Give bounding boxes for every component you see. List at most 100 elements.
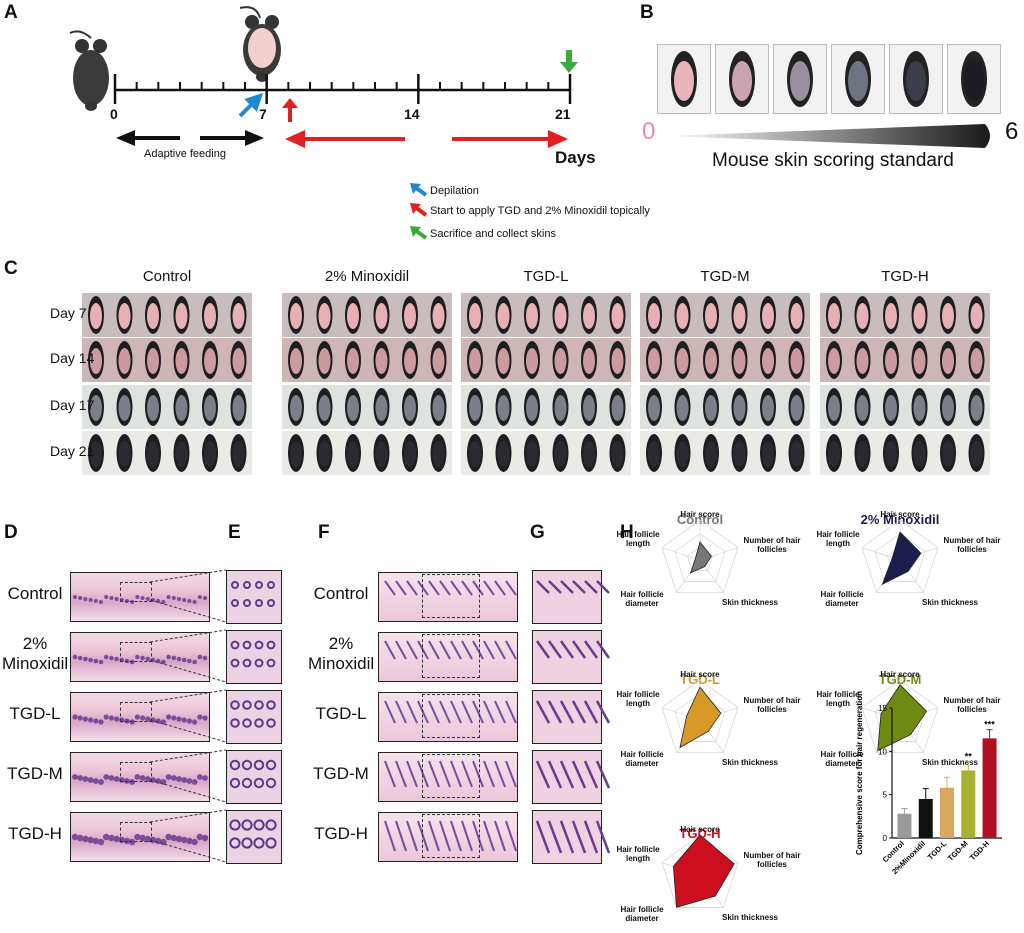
significance-mark: ** <box>965 752 973 762</box>
significance-mark: *** <box>984 720 995 730</box>
mice-row-icon <box>467 296 626 334</box>
histology-g <box>532 810 611 864</box>
mouse-back-icon <box>729 51 755 107</box>
grid-photo <box>820 338 990 382</box>
mice-row-icon <box>88 434 247 472</box>
radar-title-2: TGD-L <box>680 672 720 687</box>
mice-row-icon <box>826 341 985 379</box>
radar-area <box>679 686 722 749</box>
radar-axis-label: Skin thickness <box>721 758 779 767</box>
follicle-zoom-stripes-icon <box>535 820 611 854</box>
mice-row-icon <box>826 434 985 472</box>
day-label-1: Day 14 <box>50 350 95 366</box>
bar-4 <box>982 738 997 838</box>
mouse-depilated-icon <box>239 6 281 82</box>
histology-d <box>70 572 210 622</box>
radar-axis-label: Number of hair follicles <box>943 696 1001 714</box>
radar-axis-label: Skin thickness <box>721 598 779 607</box>
legend-arrowhead-0 <box>410 183 421 194</box>
timeline-axis <box>113 50 578 240</box>
histo-row-label-line1: TGD-L <box>315 704 367 723</box>
follicle-zoom-stripes-icon <box>535 760 611 789</box>
adaptive-arrow-left <box>116 130 180 146</box>
histology-g <box>532 570 610 624</box>
sacrifice-arrow <box>560 50 578 73</box>
panel-label-c: C <box>4 258 18 279</box>
legend-sacrifice: Sacrifice and collect skins <box>430 228 556 240</box>
radar-axis-label: Hair follicle length <box>616 845 660 863</box>
adaptive-feeding-label: Adaptive feeding <box>144 148 226 160</box>
scoring-min-label: 0 <box>642 118 656 145</box>
follicle-zoom-icon <box>230 700 276 728</box>
bar-1 <box>918 799 933 838</box>
grid-photo <box>820 431 990 475</box>
histology-g <box>532 690 611 744</box>
scoring-gradient-wedge <box>665 124 990 148</box>
radar-title-1: 2% Minoxidil <box>860 512 940 527</box>
mouse-back-icon <box>903 51 929 107</box>
radar-axis-label: Number of hair follicles <box>743 696 801 714</box>
grid-photo <box>461 385 631 429</box>
grid-photo <box>82 385 252 429</box>
radar-axis-label: Number of hair follicles <box>743 536 801 554</box>
histology-e <box>226 690 282 744</box>
radar-axis-label: Skin thickness <box>921 758 979 767</box>
histology-e <box>226 810 282 864</box>
radar-area <box>672 834 735 908</box>
zoom-connector <box>149 749 227 803</box>
histo-row-label-line1: TGD-M <box>313 764 369 783</box>
mice-row-icon <box>826 388 985 426</box>
mice-row-icon <box>88 341 247 379</box>
histology-e <box>226 750 282 804</box>
grid-photo <box>461 431 631 475</box>
histo-row-label-line1: 2% <box>328 634 354 653</box>
scoring-photo <box>831 44 885 114</box>
follicle-dots-icon <box>71 833 209 846</box>
radar-axis-label: Hair follicle length <box>616 530 660 548</box>
radar-title-0: Control <box>676 512 724 527</box>
tick-label-7: 7 <box>259 106 267 122</box>
zoom-connector <box>149 809 227 863</box>
follicle-zoom-icon <box>229 819 277 849</box>
grid-photo <box>640 293 810 337</box>
histo-row-label-4: TGD-H <box>2 824 68 844</box>
radar-axis-label: Hair follicle diameter <box>620 750 664 768</box>
histo-row-label-4: TGD-H <box>308 824 374 844</box>
grid-photo <box>82 338 252 382</box>
histo-row-label-1: 2%Minoxidil <box>2 634 68 674</box>
panel-label-f: F <box>318 522 330 543</box>
zoom-box-f <box>422 754 480 798</box>
zoom-box-d <box>120 822 152 842</box>
zoom-box-d <box>120 702 152 722</box>
mouse-back-icon <box>787 51 813 107</box>
group-header-2: TGD-L <box>523 268 569 285</box>
zoom-connector <box>149 689 227 743</box>
legend-arrowhead-2 <box>410 226 421 237</box>
scoring-photo <box>715 44 769 114</box>
scoring-photo <box>947 44 1001 114</box>
mice-row-icon <box>467 388 626 426</box>
mice-row-icon <box>88 388 247 426</box>
panel-label-g: G <box>530 522 545 543</box>
mice-row-icon <box>646 296 805 334</box>
grid-photo <box>282 338 452 382</box>
legend-arrowhead-1 <box>410 203 421 214</box>
mice-row-icon <box>646 388 805 426</box>
scoring-photo <box>657 44 711 114</box>
histology-d <box>70 752 210 802</box>
histology-d <box>70 812 210 862</box>
mice-row-icon <box>88 296 247 334</box>
scoring-caption: Mouse skin scoring standard <box>712 150 954 171</box>
follicle-zoom-stripes-icon <box>535 700 611 724</box>
panel-label-e: E <box>228 522 241 543</box>
histology-d <box>70 632 210 682</box>
grid-photo <box>461 338 631 382</box>
histo-row-label-1: 2%Minoxidil <box>308 634 374 674</box>
histo-row-label-line1: TGD-L <box>9 704 61 723</box>
histology-f <box>378 692 518 742</box>
grid-photo <box>282 431 452 475</box>
group-header-0: Control <box>142 268 192 285</box>
histology-f <box>378 812 518 862</box>
panel-label-b: B <box>640 2 654 23</box>
